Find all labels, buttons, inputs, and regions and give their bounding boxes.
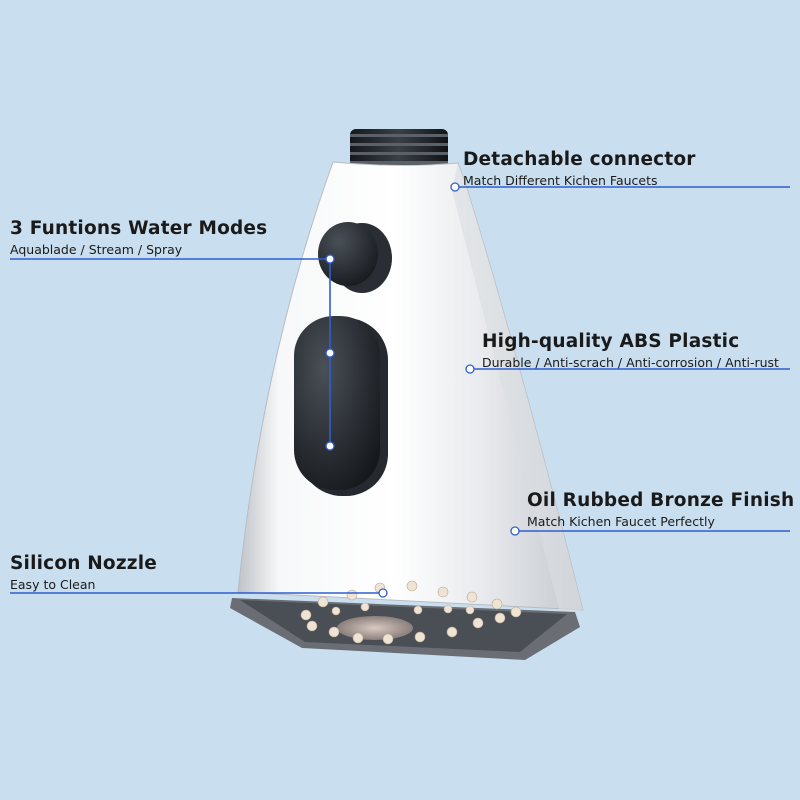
anchor-dot-modes-mid bbox=[325, 348, 335, 358]
callout-subtitle: Match Kichen Faucet Perfectly bbox=[527, 514, 715, 529]
anchor-dot-abs bbox=[465, 364, 475, 374]
callout-subtitle: Easy to Clean bbox=[10, 577, 96, 592]
callout-title: High-quality ABS Plastic bbox=[482, 331, 740, 352]
callout-subtitle: Durable / Anti-scrach / Anti-corrosion /… bbox=[482, 355, 779, 370]
callout-silicon-nozzle: Silicon Nozzle Easy to Clean bbox=[10, 553, 157, 593]
callout-title: Oil Rubbed Bronze Finish bbox=[527, 490, 795, 511]
silicone-nozzle-dots bbox=[300, 580, 522, 645]
leader-lines bbox=[10, 186, 790, 594]
mode-button bbox=[318, 222, 392, 293]
anchor-dot-modes-low bbox=[325, 441, 335, 451]
anchor-dot-nozzle bbox=[378, 588, 388, 598]
callout-water-modes: 3 Funtions Water Modes Aquablade / Strea… bbox=[10, 218, 267, 258]
callout-detachable-connector: Detachable connector Match Different Kic… bbox=[463, 149, 696, 189]
callout-title: 3 Funtions Water Modes bbox=[10, 218, 268, 239]
callout-subtitle: Match Different Kichen Faucets bbox=[463, 173, 658, 188]
callout-title: Detachable connector bbox=[463, 149, 696, 170]
callout-bronze-finish: Oil Rubbed Bronze Finish Match Kichen Fa… bbox=[527, 490, 794, 530]
anchor-dots bbox=[325, 182, 520, 598]
anchor-dot-modes bbox=[325, 254, 335, 264]
sprayer-body bbox=[237, 161, 584, 611]
anchor-dot-connector bbox=[450, 182, 460, 192]
callout-subtitle: Aquablade / Stream / Spray bbox=[10, 242, 183, 257]
threaded-connector bbox=[350, 129, 448, 169]
callout-title: Silicon Nozzle bbox=[10, 553, 158, 574]
callout-abs-plastic: High-quality ABS Plastic Durable / Anti-… bbox=[482, 331, 779, 371]
anchor-dot-bronze bbox=[510, 526, 520, 536]
spray-toggle-button bbox=[294, 316, 388, 496]
